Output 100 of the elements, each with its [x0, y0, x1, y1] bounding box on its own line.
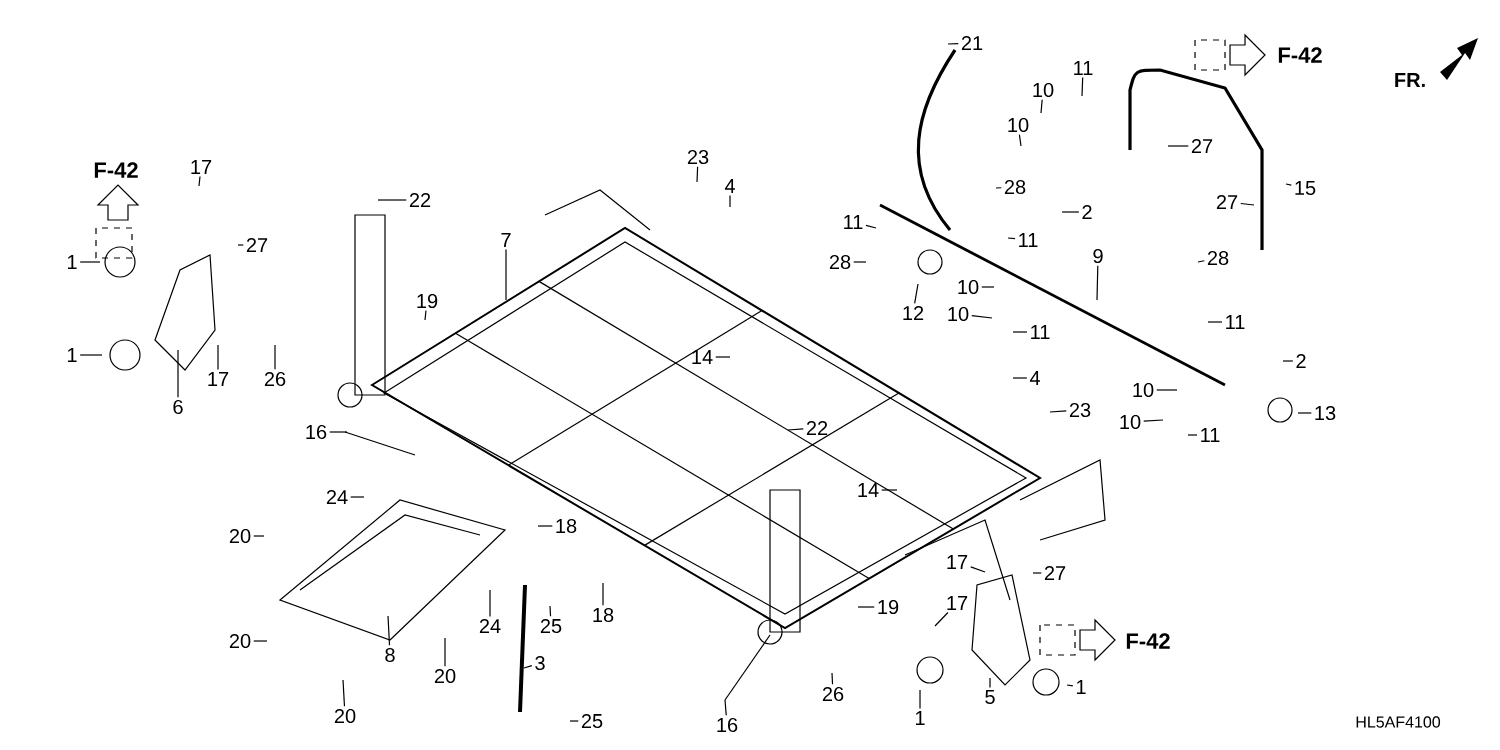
- callout-number: 28: [829, 254, 851, 270]
- callout-number: 25: [540, 618, 562, 634]
- callout-number: 10: [1033, 82, 1054, 98]
- callout-number: 15: [1295, 181, 1316, 195]
- leader-line: [881, 489, 898, 491]
- callout-number: 20: [334, 708, 356, 724]
- callout-number: 22: [409, 193, 431, 207]
- leader-line: [715, 356, 731, 358]
- leader-line: [729, 194, 731, 208]
- callout-number: 4: [724, 179, 735, 193]
- callout-number: 2: [1082, 205, 1092, 219]
- leader-line: [424, 310, 427, 321]
- leader-line: [934, 611, 949, 627]
- callout-number: 10: [958, 279, 979, 295]
- callout-number: 26: [264, 371, 286, 387]
- leader-line: [919, 689, 921, 710]
- leader-line: [79, 354, 103, 356]
- leader-line: [1240, 202, 1255, 206]
- leader-line: [537, 525, 553, 527]
- callout-number: 19: [417, 293, 438, 309]
- callout-number: 9: [1093, 248, 1103, 264]
- callout-number: 14: [858, 483, 879, 497]
- leader-line: [914, 283, 919, 305]
- leader-line: [1012, 377, 1028, 379]
- leader-line: [489, 589, 491, 618]
- diagram-number: HL5AF4100: [1356, 716, 1441, 728]
- leader-line: [1018, 134, 1022, 147]
- leader-line: [79, 261, 101, 263]
- leader-line: [253, 535, 265, 537]
- page-reference: F-42: [1126, 633, 1170, 649]
- callout-number: 5: [985, 690, 995, 704]
- callout-number: 21: [961, 36, 983, 50]
- callout-number: 17: [947, 596, 968, 610]
- callout-number: 20: [229, 633, 251, 649]
- leader-line: [342, 679, 346, 707]
- callout-number: 12: [903, 306, 924, 320]
- callout-number: 11: [844, 215, 863, 229]
- callout-number: 1: [68, 255, 77, 269]
- leader-line: [1040, 99, 1043, 114]
- page-reference: F-42: [1278, 47, 1322, 63]
- callout-number: 10: [1133, 382, 1154, 398]
- callout-number: 18: [556, 518, 577, 534]
- callout-number: 23: [687, 149, 709, 165]
- leader-line: [1282, 360, 1294, 362]
- callout-number: 17: [208, 372, 229, 386]
- leader-line: [1032, 572, 1042, 574]
- callout-number: 1: [1077, 680, 1086, 694]
- callout-number: 8: [385, 647, 395, 663]
- leader-line: [1187, 434, 1198, 436]
- leader-line: [1007, 237, 1016, 240]
- leader-line: [329, 431, 348, 433]
- page-reference: F-42: [94, 162, 138, 178]
- leader-line: [853, 261, 867, 263]
- callout-number: 11: [1201, 428, 1220, 442]
- callout-number: 11: [1019, 233, 1038, 247]
- leader-line: [1207, 321, 1223, 323]
- callout-number: 1: [916, 711, 925, 725]
- leader-line: [602, 582, 604, 606]
- leader-line: [523, 664, 533, 669]
- callout-number: 13: [1315, 405, 1336, 421]
- leader-line: [696, 166, 699, 183]
- callout-number: 22: [806, 421, 828, 435]
- leader-line: [1096, 265, 1099, 301]
- callout-number: 23: [1069, 402, 1091, 418]
- callout-number: 7: [501, 233, 511, 247]
- leader-line: [1285, 183, 1292, 186]
- callout-number: 16: [306, 424, 327, 440]
- direction-label: FR.: [1395, 73, 1425, 87]
- callout-number: 20: [229, 528, 251, 544]
- callout-number: 24: [326, 490, 348, 504]
- leader-line: [970, 566, 986, 573]
- leader-line: [569, 720, 579, 722]
- callout-number: 19: [878, 599, 899, 615]
- leader-line: [995, 187, 1002, 189]
- callout-number: 27: [1216, 195, 1238, 209]
- leader-line: [1061, 211, 1080, 213]
- leader-line: [274, 344, 276, 370]
- leader-line: [1167, 145, 1189, 147]
- leader-line: [1066, 684, 1074, 687]
- callout-number: 27: [246, 238, 268, 252]
- callout-number: 18: [593, 607, 614, 623]
- leader-line: [177, 349, 179, 398]
- leader-line: [947, 43, 959, 45]
- callout-number: 27: [1191, 139, 1213, 153]
- leader-line: [981, 286, 995, 288]
- leader-line: [1049, 410, 1067, 413]
- callout-number: 20: [434, 668, 456, 684]
- leader-line: [1143, 419, 1164, 422]
- callout-number: 11: [1226, 315, 1245, 329]
- leader-line: [1197, 260, 1205, 263]
- leader-line: [857, 606, 875, 608]
- callout-number: 14: [692, 350, 713, 364]
- leader-line: [831, 672, 834, 685]
- leader-line: [505, 248, 507, 301]
- callout-number: 10: [948, 306, 969, 322]
- callout-number: 4: [1029, 371, 1040, 385]
- leader-line: [350, 496, 365, 498]
- callout-number: 26: [822, 686, 844, 702]
- leader-line: [787, 428, 804, 431]
- callout-number: 10: [1008, 117, 1029, 133]
